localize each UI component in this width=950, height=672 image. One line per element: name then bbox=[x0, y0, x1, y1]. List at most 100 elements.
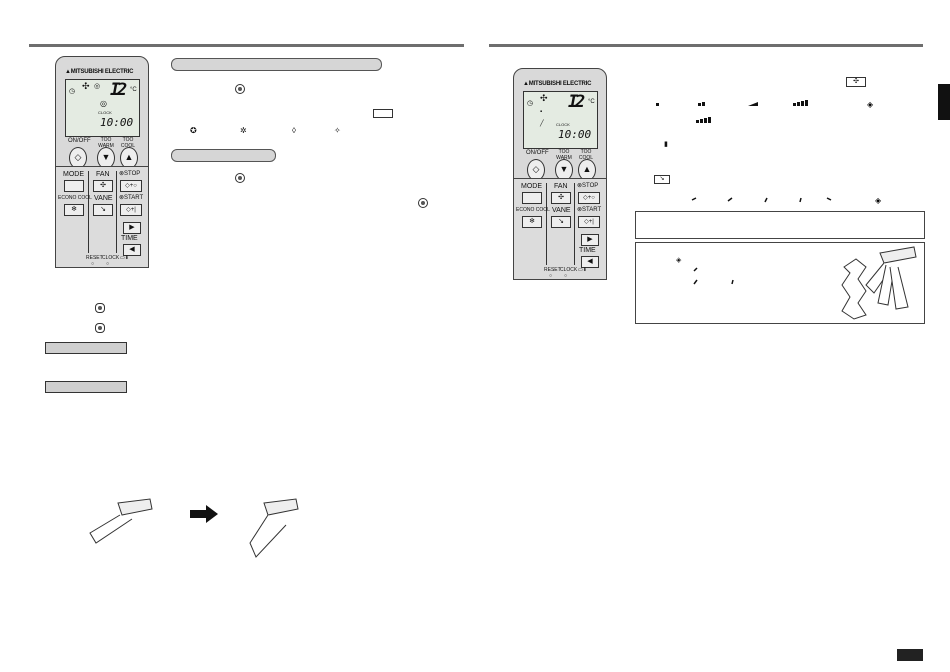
battery-icon: ▭⬇ bbox=[578, 267, 587, 273]
section-band-1 bbox=[171, 58, 382, 71]
mode-button[interactable] bbox=[522, 192, 542, 204]
fan-low-icon: ▮ bbox=[664, 141, 668, 148]
fan-icon: ✣ bbox=[540, 93, 548, 103]
time-back-button[interactable]: ◀ bbox=[123, 244, 141, 256]
on-off-label: ON/OFF bbox=[526, 150, 549, 156]
separator bbox=[574, 183, 575, 265]
temp-digit-1: I bbox=[568, 92, 579, 112]
reset-hole[interactable]: ○ bbox=[549, 273, 553, 279]
remote-lower-panel-right: MODE FAN ⊗STOP ✣ ◇+○ ECONO COOL VANE ⊗ST… bbox=[513, 178, 607, 280]
temp-digit-2: 2 bbox=[117, 80, 128, 100]
swing-airflow-illustration bbox=[841, 246, 917, 320]
start-text: START bbox=[582, 207, 602, 213]
note-box-2: ◈ bbox=[635, 242, 925, 324]
clock-label-lcd: CLOCK bbox=[556, 122, 570, 127]
too-warm-label: TOO WARM bbox=[98, 137, 114, 149]
brand-text: MITSUBISHI ELECTRIC bbox=[528, 81, 592, 87]
clock-value: 10:00 bbox=[558, 128, 592, 141]
econo-cool-label: ECONO COOL bbox=[58, 195, 92, 201]
fan-label: FAN bbox=[554, 183, 568, 190]
too-cool-label: TOO COOL bbox=[578, 149, 594, 161]
start-label: ⊗START bbox=[577, 207, 602, 213]
auto-vane-icon: ◎ bbox=[94, 83, 101, 90]
start-text: START bbox=[124, 195, 144, 201]
temp-up-icon bbox=[95, 323, 105, 333]
temp-unit: °C bbox=[130, 87, 137, 93]
time-label: TIME bbox=[121, 235, 138, 242]
fan-speed-levels: ◈ bbox=[656, 100, 874, 123]
clock-label-lcd: CLOCK bbox=[98, 110, 112, 115]
clock-hole[interactable]: ○ bbox=[106, 261, 110, 267]
heat-mode-icon: ✧ bbox=[334, 126, 341, 135]
start-button[interactable]: ◇+| bbox=[578, 216, 600, 228]
vane-label: VANE bbox=[552, 207, 571, 214]
cool-mode-icon: ✲ bbox=[240, 126, 247, 135]
brand-text: MITSUBISHI ELECTRIC bbox=[70, 69, 134, 75]
temp-up-button[interactable]: ▲ bbox=[578, 159, 596, 181]
fan-button[interactable]: ✣ bbox=[93, 180, 113, 192]
section-tab bbox=[938, 84, 950, 120]
start-label: ⊗START bbox=[119, 195, 144, 201]
temp-unit: °C bbox=[588, 99, 595, 105]
airflow-illustration-2 bbox=[249, 498, 299, 558]
battery-icon: ▭⬇ bbox=[120, 255, 129, 261]
clock-value: 10:00 bbox=[100, 116, 134, 129]
time-back-button[interactable]: ◀ bbox=[581, 256, 599, 268]
svg-text:◈: ◈ bbox=[867, 100, 874, 109]
clock-label: CLOCK bbox=[560, 267, 578, 273]
mode-button[interactable] bbox=[64, 180, 84, 192]
start-button[interactable]: ◇+| bbox=[120, 204, 142, 216]
timer-icon: ◷ bbox=[527, 100, 534, 107]
brand-logo: ▲MITSUBISHI ELECTRIC bbox=[523, 81, 592, 87]
reset-label: RESET bbox=[544, 267, 561, 273]
vane-button-icon: ↘ bbox=[654, 175, 670, 184]
temp-digit-1: I bbox=[110, 80, 121, 100]
remote-lower-panel-left: MODE FAN ⊗STOP ✣ ◇+○ ECONO COOL VANE ⊗ST… bbox=[55, 166, 149, 268]
temp-down-icon bbox=[95, 303, 105, 313]
too-warm-label: TOO WARM bbox=[556, 149, 572, 161]
stop-text: STOP bbox=[582, 183, 599, 189]
button-icon bbox=[235, 84, 245, 94]
fan-button[interactable]: ✣ bbox=[551, 192, 571, 204]
clock-label: CLOCK bbox=[102, 255, 120, 261]
dry-mode-icon: ◊ bbox=[292, 126, 296, 135]
stop-button[interactable]: ◇+○ bbox=[578, 192, 600, 204]
note-label-1 bbox=[45, 342, 127, 354]
time-label: TIME bbox=[579, 247, 596, 254]
display-box-icon bbox=[373, 109, 393, 118]
vane-button[interactable]: ↘ bbox=[551, 216, 571, 228]
econo-cool-label: ECONO COOL bbox=[516, 207, 550, 213]
page-number-box bbox=[897, 649, 923, 661]
lcd-display: ◷ ✣ ▪ ╱ I 2 °C CLOCK 10:00 bbox=[523, 91, 598, 149]
vane-icon: ◎ bbox=[100, 99, 107, 108]
econo-cool-button[interactable]: ❄ bbox=[64, 204, 84, 216]
button-icon bbox=[418, 198, 428, 208]
clock-hole[interactable]: ○ bbox=[564, 273, 568, 279]
vane-positions: ◈ bbox=[691, 196, 882, 205]
mode-label: MODE bbox=[63, 171, 84, 178]
vane-marks bbox=[693, 267, 734, 285]
stop-button[interactable]: ◇+○ bbox=[120, 180, 142, 192]
time-forward-button[interactable]: ▶ bbox=[123, 222, 141, 234]
time-forward-button[interactable]: ▶ bbox=[581, 234, 599, 246]
vane-button[interactable]: ↘ bbox=[93, 204, 113, 216]
airflow-illustration-1 bbox=[89, 498, 153, 544]
fan-speed-icon: ▪ bbox=[540, 109, 543, 115]
stop-label: ⊗STOP bbox=[119, 171, 141, 177]
swing-icon: ◈ bbox=[676, 257, 682, 264]
note-box-1 bbox=[635, 211, 925, 239]
reset-hole[interactable]: ○ bbox=[91, 261, 95, 267]
fan-icon: ✣ bbox=[82, 81, 90, 91]
button-icon bbox=[235, 173, 245, 183]
stop-label: ⊗STOP bbox=[577, 183, 599, 189]
timer-icon: ◷ bbox=[69, 88, 76, 95]
note-label-2 bbox=[45, 381, 127, 393]
on-off-label: ON/OFF bbox=[68, 138, 91, 144]
temp-digit-2: 2 bbox=[575, 92, 586, 112]
auto-mode-icon: ✪ bbox=[190, 126, 197, 135]
brand-logo: ▲MITSUBISHI ELECTRIC bbox=[65, 69, 134, 75]
vane-position-icon: ╱ bbox=[540, 121, 544, 127]
stop-text: STOP bbox=[124, 171, 141, 177]
econo-cool-button[interactable]: ❄ bbox=[522, 216, 542, 228]
separator bbox=[546, 183, 547, 265]
